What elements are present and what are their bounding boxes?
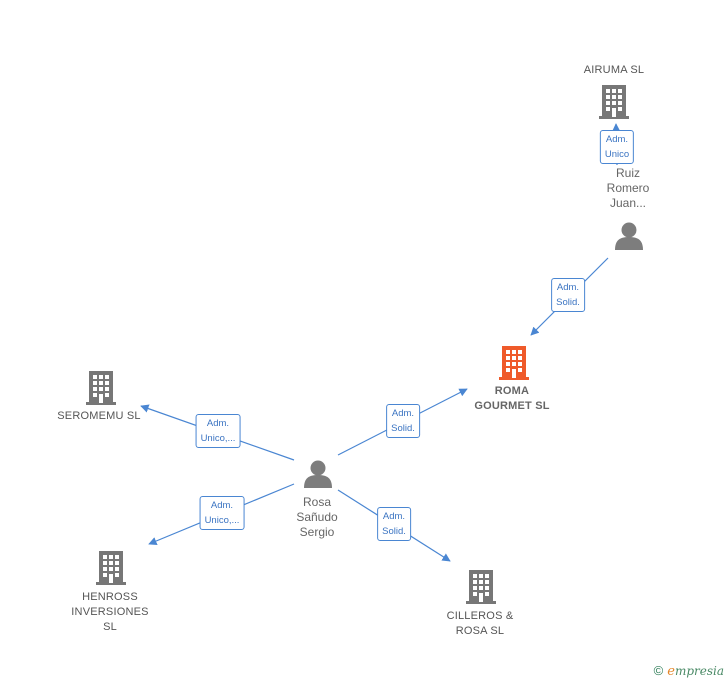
rosa-person-icon[interactable] — [304, 460, 332, 489]
edge-label-ruiz-airuma: Adm. Unico — [599, 130, 635, 164]
seromemu-label[interactable]: SEROMEMU SL — [57, 410, 141, 422]
henross-label[interactable]: HENROSS INVERSIONES SL — [71, 591, 149, 633]
airuma-label[interactable]: AIRUMA SL — [583, 64, 645, 76]
brand-name: mpresia — [674, 664, 724, 678]
edge-label-rosa-henross: Adm. Unico,... — [199, 496, 245, 530]
ruiz-person-icon[interactable] — [615, 222, 643, 251]
copyright-symbol: © — [653, 663, 664, 678]
empresia-logo: ©empresia — [654, 663, 724, 679]
cilleros-building-icon[interactable] — [466, 570, 496, 604]
edge-label-ruiz-roma: Adm. Solid. — [551, 278, 585, 312]
seromemu-building-icon[interactable] — [86, 371, 116, 405]
henross-building-icon[interactable] — [96, 551, 126, 585]
edge-label-rosa-roma: Adm. Solid. — [386, 404, 420, 438]
edge-label-rosa-seromemu: Adm. Unico,... — [195, 414, 241, 448]
roma-gourmet-label[interactable]: ROMA GOURMET SL — [474, 385, 550, 412]
roma-building-icon[interactable] — [499, 346, 529, 380]
edge-label-rosa-cilleros: Adm. Solid. — [377, 507, 411, 541]
rosa-label[interactable]: Rosa Sañudo Sergio — [296, 495, 338, 539]
cilleros-label[interactable]: CILLEROS & ROSA SL — [446, 610, 514, 637]
ruiz-label[interactable]: Ruiz Romero Juan... — [606, 166, 650, 210]
airuma-building-icon[interactable] — [599, 85, 629, 119]
brand-initial: e — [667, 664, 675, 679]
